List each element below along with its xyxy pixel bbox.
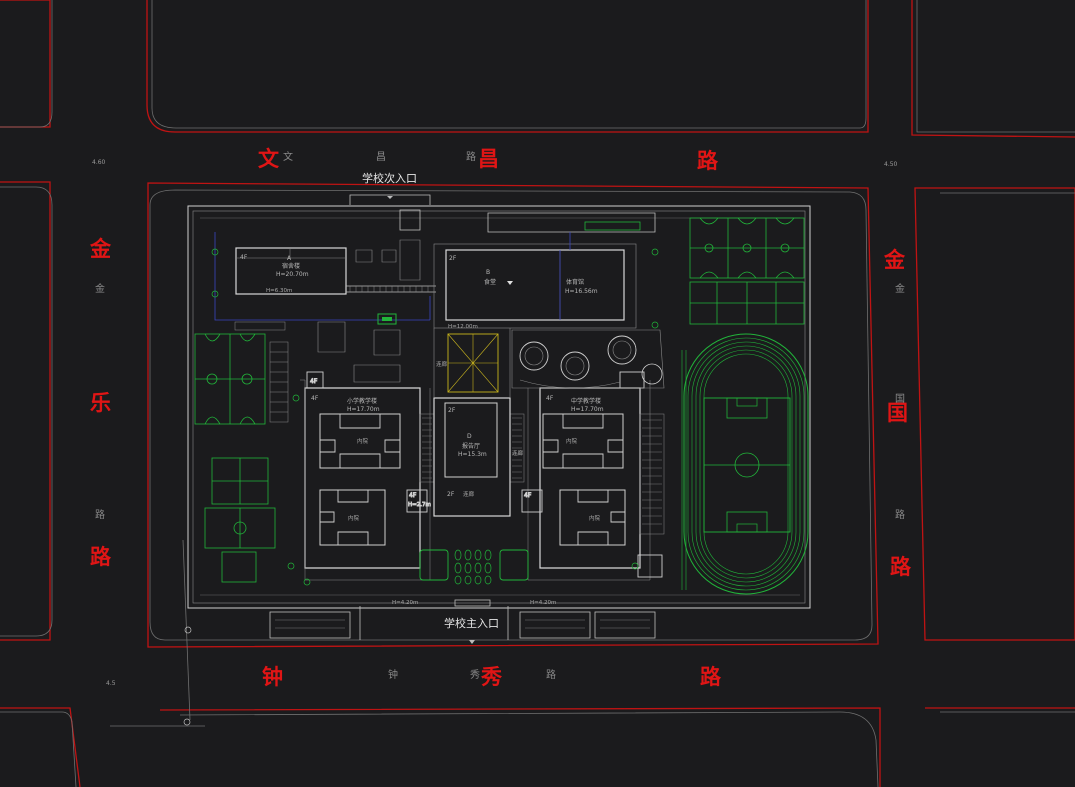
- small-b-floors: 4F: [409, 492, 417, 499]
- link-east-label: 连廊: [512, 449, 524, 457]
- service-id: D: [467, 433, 472, 440]
- gate-left-height: H=4.20m: [392, 600, 418, 606]
- service-label: 连廊: [463, 490, 475, 498]
- south-road-small-1: 钟: [388, 668, 398, 681]
- gym-name: 体育馆: [566, 278, 584, 286]
- primary-court1: 内院: [357, 437, 369, 445]
- utility-lines: [214, 232, 571, 321]
- north-road-char-2: 昌: [478, 147, 499, 171]
- landscape-features: [317, 239, 665, 585]
- dorm-id: A: [287, 255, 292, 262]
- east-road-small-3: 路: [895, 508, 905, 521]
- primary-height: H=17.70m: [347, 406, 380, 413]
- west-road-char-2: 乐: [90, 391, 111, 415]
- south-road-char-3: 路: [700, 665, 722, 689]
- main-entrance-arrow-icon: [469, 640, 475, 644]
- service-floors2: 2F: [447, 491, 455, 498]
- hall-note: H=12.00m: [448, 324, 478, 330]
- elevation-sw: 4.5: [106, 680, 116, 687]
- east-basketball-courts: [689, 217, 805, 325]
- service-floors: 2F: [448, 407, 456, 414]
- building-lecture-hall: 2F D 报告厅 H=15.3m 2F 连廊 连廊 连廊: [433, 328, 524, 517]
- middle-court1: 内院: [566, 437, 578, 445]
- small-b-note: H=2.7m: [408, 502, 431, 508]
- south-road-char-1: 钟: [262, 665, 283, 689]
- east-road-small-2: 国: [895, 393, 905, 405]
- middle-floors: 4F: [546, 395, 554, 402]
- primary-floors: 4F: [311, 395, 319, 402]
- secondary-entrance-label: 学校次入口: [362, 171, 417, 185]
- grid-markers: [183, 248, 659, 726]
- north-road-small-3: 路: [466, 150, 476, 163]
- gate-right-height: H=4.20m: [530, 600, 556, 606]
- hall-id: B: [486, 269, 490, 276]
- east-road-char-3: 路: [890, 555, 912, 579]
- service-name: 报告厅: [462, 442, 480, 450]
- dorm-name: 宿舍楼: [282, 262, 300, 270]
- east-road-small-1: 金: [895, 282, 905, 295]
- primary-court2: 内院: [348, 514, 360, 522]
- primary-name: 小学教学楼: [347, 397, 377, 405]
- secondary-entrance-arrow-icon: [387, 196, 393, 199]
- small-a-floors: 4F: [310, 378, 318, 385]
- gym-height: H=16.56m: [565, 288, 598, 295]
- west-road-char-3: 路: [90, 545, 112, 569]
- building-hall: 2F B 食堂 体育馆 H=16.56m H=12.00m: [433, 243, 637, 330]
- middle-height: H=17.70m: [571, 406, 604, 413]
- north-road-small-2: 昌: [376, 151, 386, 163]
- elevation-nw: 4.60: [92, 159, 106, 166]
- building-dorm: 4F A 宿舍楼 H=20.70m H=6.30m: [235, 247, 436, 295]
- north-road-char-1: 文: [258, 147, 280, 171]
- east-road-char-1: 金: [883, 248, 906, 272]
- dorm-note: H=6.30m: [266, 288, 292, 294]
- south-road-char-2: 秀: [480, 665, 502, 689]
- west-road-small-1: 金: [95, 282, 105, 295]
- main-entrance-label: 学校主入口: [444, 616, 499, 630]
- link-west-label: 连廊: [436, 360, 448, 368]
- hall-floors: 2F: [449, 255, 457, 262]
- north-road-small-1: 文: [283, 150, 293, 163]
- small-c-floors: 4F: [524, 492, 532, 499]
- west-road-char-1: 金: [89, 237, 112, 261]
- hall-name: 食堂: [484, 278, 496, 286]
- east-road-char-2: 国: [887, 401, 908, 425]
- middle-court2: 内院: [589, 514, 601, 522]
- middle-name: 中学教学楼: [571, 397, 601, 405]
- dorm-height: H=20.70m: [276, 271, 309, 278]
- south-road-small-3: 路: [546, 668, 556, 681]
- west-court-grid: [234, 321, 289, 423]
- main-entrance-plaza: [269, 599, 656, 640]
- west-sports-courts: [194, 333, 276, 583]
- running-track: [681, 333, 809, 595]
- service-height: H=15.3m: [458, 451, 487, 458]
- elevation-ne: 4.50: [884, 161, 898, 168]
- west-road-small-2: 路: [95, 508, 105, 521]
- south-road-small-2: 秀: [470, 669, 480, 681]
- north-road-char-3: 路: [697, 149, 719, 173]
- secondary-entrance-area: [349, 194, 656, 233]
- dorm-floors: 4F: [240, 254, 248, 261]
- south-gates: H=4.20m H=4.20m: [392, 600, 556, 606]
